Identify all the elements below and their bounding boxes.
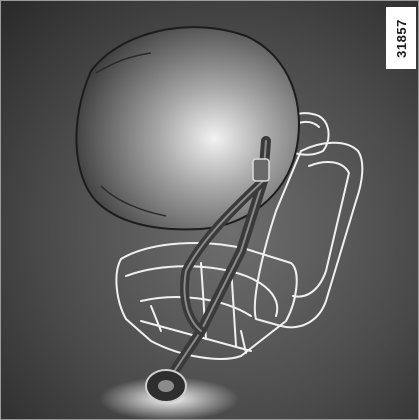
figure-reference-box: 31857 [386,7,416,69]
airbag [76,27,299,229]
figure-reference-number: 31857 [394,19,409,58]
belt-retractor [146,370,186,402]
belt-buckle [253,159,269,181]
